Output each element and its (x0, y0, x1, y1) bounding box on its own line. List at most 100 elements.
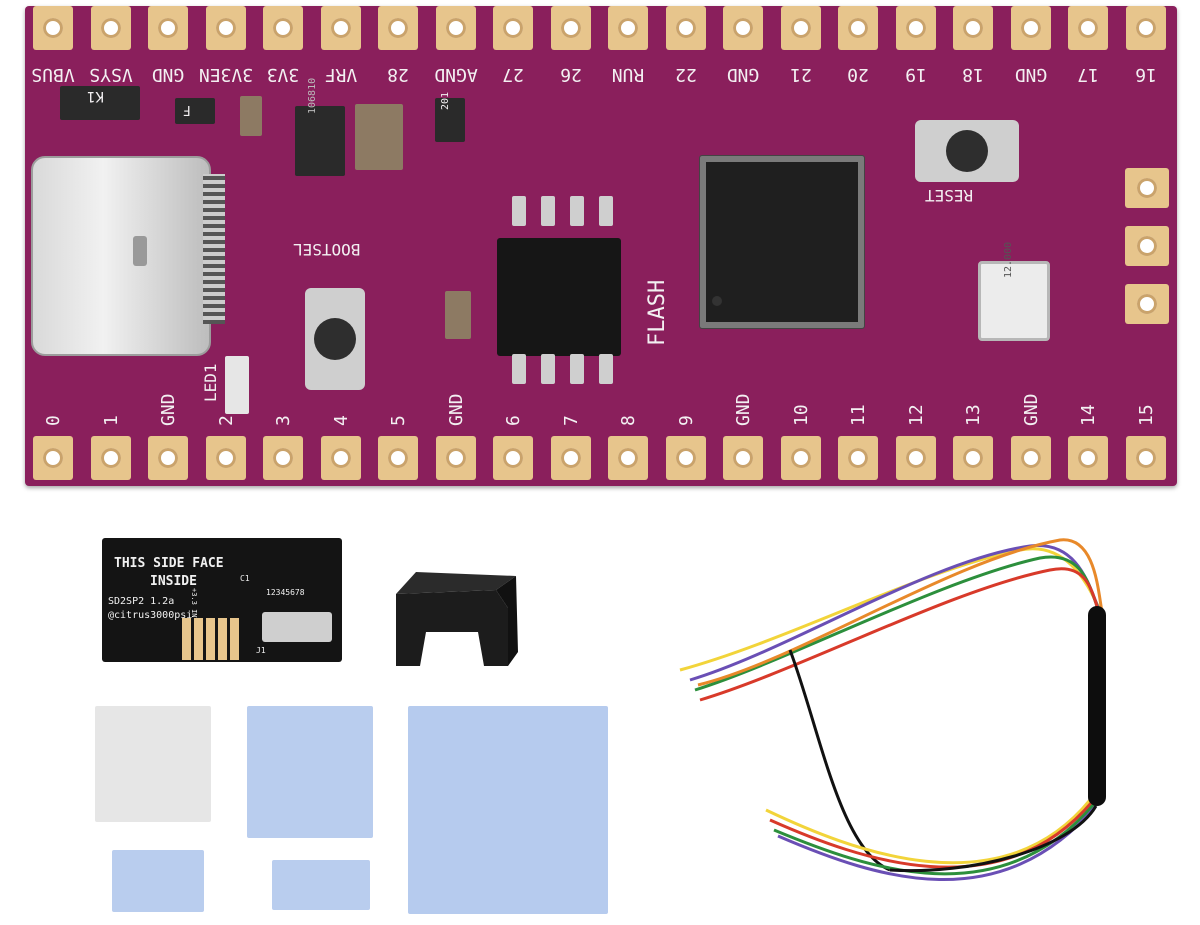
bottom-pin-label: 2 (215, 415, 237, 426)
bottom-pin-label: 7 (560, 415, 582, 426)
bottom-pin-pad (1010, 436, 1051, 480)
top-pin-label: RUN (611, 64, 645, 85)
bottom-pin-label: 13 (963, 404, 984, 426)
top-pin-pad (608, 6, 648, 50)
thermal-pad-blue-small-right (272, 860, 370, 910)
top-pin-pad (550, 6, 591, 50)
top-pin-label: VSYS (88, 64, 133, 85)
bottom-pin-pad (550, 436, 591, 480)
bottom-pin-label: 11 (848, 404, 869, 426)
top-pin-pad (33, 6, 73, 50)
flash-silk: FLASH (645, 279, 670, 346)
top-pin-pad (665, 6, 706, 50)
adapter-pin-numbers: 12345678 (266, 588, 305, 597)
bottom-pin-pad (608, 436, 648, 480)
bottom-pin-label: GND (1020, 393, 1042, 426)
bottom-pin-pad (378, 436, 418, 480)
bottom-pin-label: 14 (1078, 404, 1099, 426)
usb-c-pins (203, 174, 225, 324)
reset-button[interactable] (915, 120, 1019, 182)
top-pin-label: 20 (847, 64, 869, 85)
top-pin-label: 27 (502, 64, 524, 85)
top-pin-pad (780, 6, 821, 50)
wire-harness (679, 538, 1106, 881)
swd-pad-2 (1125, 226, 1169, 266)
bottom-pin-label: 4 (330, 415, 352, 426)
bottom-pin-label: 6 (503, 415, 524, 426)
thermal-pad-grey (95, 706, 211, 822)
top-pin-pad (493, 6, 533, 50)
adapter-line1: THIS SIDE FACE (114, 556, 224, 571)
usb-c-connector[interactable] (31, 156, 211, 356)
bottom-pin-pad (953, 436, 993, 480)
led (225, 356, 249, 414)
top-pin-pad (838, 6, 878, 50)
schottky-diode (60, 86, 140, 120)
top-pin-pad (1068, 6, 1108, 50)
bottom-pin-pad (1125, 436, 1166, 480)
bottom-pin-pad (148, 436, 188, 480)
top-pin-pad (723, 6, 763, 50)
adapter-fpc-connector (262, 612, 332, 642)
top-pin-pad (263, 6, 303, 50)
inductor (355, 104, 403, 170)
top-pin-pad (435, 6, 476, 50)
bottom-pin-pad (1068, 436, 1108, 480)
swd-pad-3 (1125, 284, 1169, 324)
bottom-pin-pad (33, 436, 73, 480)
top-pin-label: GND (1014, 64, 1047, 85)
swd-pad-1 (1125, 168, 1169, 208)
rp2040-chip (700, 156, 864, 328)
bottom-pin-label: GND (158, 393, 179, 426)
bootsel-label: BOOTSEL (293, 240, 361, 259)
top-pin-pad (1010, 6, 1051, 50)
bottom-pin-pad (723, 436, 763, 480)
top-pin-label: 16 (1134, 64, 1157, 85)
adapter-line2: INSIDE (150, 574, 197, 589)
pin1-dot (712, 296, 722, 306)
top-pin-label: VRF (324, 64, 357, 85)
bottom-pin-pad (435, 436, 476, 480)
thermal-pad-blue-small-left (112, 850, 204, 912)
top-pin-label: 22 (674, 64, 697, 85)
regulator (295, 106, 345, 176)
bottom-pin-pad (205, 436, 246, 480)
top-pin-pad (378, 6, 418, 50)
bottom-pin-pad (665, 436, 706, 480)
bottom-pin-label: 5 (388, 415, 409, 426)
bottom-pin-pad (493, 436, 533, 480)
bottom-pin-label: GND (445, 393, 467, 426)
sd2sp2-adapter: THIS SIDE FACE INSIDE SD2SP2 1.2a @citru… (102, 538, 342, 662)
capacitor (435, 98, 465, 142)
adapter-model: SD2SP2 1.2a (108, 596, 175, 607)
bottom-pin-label: 3 (273, 415, 294, 426)
flash-chip (497, 238, 621, 356)
top-pin-label: GND (151, 64, 185, 85)
top-pin-pad (320, 6, 361, 50)
top-pin-pad (205, 6, 246, 50)
bottom-pin-label: 9 (675, 415, 697, 426)
adapter-c1: C1 (240, 574, 250, 583)
top-pin-label: GND (726, 64, 760, 85)
top-pin-pad (90, 6, 131, 50)
top-pin-label: 3V3EN (198, 64, 253, 85)
bottom-pin-pad (838, 436, 878, 480)
top-pin-pad (895, 6, 936, 50)
bootsel-button[interactable] (305, 288, 365, 390)
bottom-pin-label: 10 (790, 404, 812, 426)
top-pin-pad (148, 6, 188, 50)
reset-label: RESET (925, 186, 974, 205)
bottom-pin-pad (320, 436, 361, 480)
crystal: 12.000 (978, 242, 1050, 341)
bottom-pin-pad (780, 436, 821, 480)
top-pin-pad (953, 6, 993, 50)
top-pin-pad (1125, 6, 1166, 50)
fuse (175, 98, 215, 124)
adapter-j1: J1 (256, 646, 266, 655)
top-pin-label: 17 (1077, 64, 1099, 85)
plastic-clip (396, 572, 518, 666)
top-pin-label: 3V3 (266, 64, 300, 85)
bottom-pin-label: GND (733, 393, 754, 426)
thermal-pad-blue-large (408, 706, 608, 914)
